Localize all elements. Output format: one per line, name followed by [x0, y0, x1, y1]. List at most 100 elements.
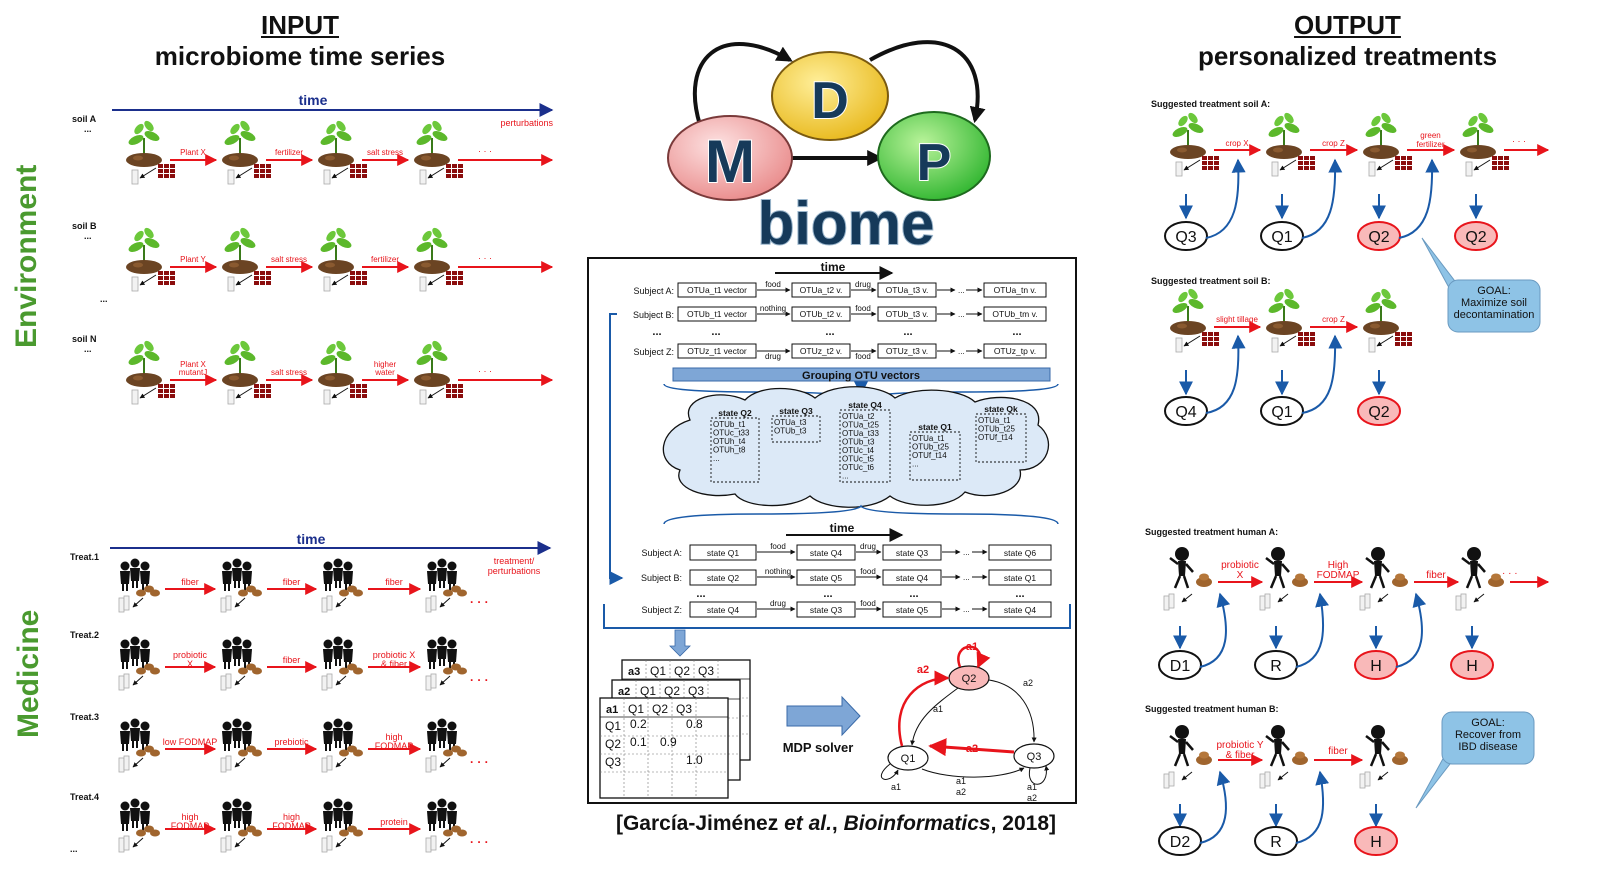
state-item: OTUb_t3 — [774, 427, 807, 436]
otu-cell — [260, 384, 265, 388]
sample-arrow — [331, 167, 349, 179]
sample-arrow — [235, 387, 253, 399]
output-header: OUTPUT personalized treatments — [1180, 10, 1515, 72]
otu-cell — [1407, 156, 1412, 160]
person-head — [333, 558, 343, 568]
person-body — [323, 731, 333, 744]
state-title: state Q2 — [718, 408, 752, 418]
stool-sample — [136, 589, 146, 597]
otu-cell — [458, 394, 463, 398]
sample-arrow — [331, 274, 349, 286]
person-body — [130, 808, 140, 821]
person-leg — [1182, 753, 1190, 767]
leaf — [128, 355, 144, 365]
otu-vector-cell — [983, 306, 1047, 322]
otu-cell — [260, 271, 265, 275]
treatment-label: & fiber — [1226, 750, 1256, 761]
leaf — [326, 230, 336, 242]
matrix-row-label: Q3 — [605, 755, 621, 769]
leaf — [240, 120, 250, 132]
person-body — [1374, 561, 1382, 576]
soil — [1363, 321, 1399, 335]
leaf — [240, 238, 256, 248]
sample-tube — [1460, 593, 1467, 609]
input-header: INPUT microbiome time series — [140, 10, 460, 72]
otu-cell — [350, 394, 355, 398]
state-node-label: Q1 — [1271, 229, 1292, 246]
otu-cell — [356, 164, 361, 168]
row-dots: ... — [1012, 326, 1021, 338]
soil — [222, 373, 258, 387]
sample-tube — [1368, 337, 1376, 353]
otu-cell — [254, 164, 259, 168]
otu-cell — [170, 164, 175, 168]
state-node — [1260, 396, 1304, 426]
stool-sample — [252, 749, 262, 757]
stool-sample — [1395, 751, 1405, 759]
sample-tube — [1271, 161, 1279, 177]
suggestion-title: Suggested treatment human B: — [1145, 704, 1279, 714]
edge-label: a2 — [966, 743, 978, 755]
state-title: state Qk — [984, 404, 1018, 414]
otu-cell — [164, 384, 169, 388]
state-node-label: H — [1370, 658, 1382, 675]
otu-cell — [254, 276, 259, 280]
otu-cell — [356, 271, 361, 275]
person-head — [242, 561, 252, 571]
graph-edge — [928, 738, 1015, 757]
otu-cell — [1310, 342, 1315, 346]
otu-cell — [1304, 337, 1309, 341]
person-head — [242, 639, 252, 649]
leaf — [422, 343, 432, 355]
person-body — [323, 811, 333, 824]
soil — [229, 262, 239, 268]
matrix-col-label: Q2 — [652, 702, 668, 716]
state-cell-label: state Q5 — [896, 605, 928, 615]
logo-p: P — [917, 134, 952, 192]
state-item: OTUf_t14 — [912, 451, 947, 460]
stool-sample — [353, 589, 363, 597]
otu-vector-cell — [677, 282, 757, 298]
state-cell-label: state Q4 — [896, 573, 928, 583]
leaf — [134, 343, 144, 355]
person-leg — [1278, 753, 1286, 767]
subject-label: Subject A: — [633, 286, 674, 296]
otu-cell — [1401, 342, 1406, 346]
person-head — [343, 721, 353, 731]
state-node — [1454, 221, 1498, 251]
otu-cell — [170, 281, 175, 285]
otu-cell — [1407, 342, 1412, 346]
otu-cell — [158, 174, 163, 178]
person-body — [323, 571, 333, 584]
sample-arrow — [235, 167, 253, 179]
output-header-title: OUTPUT — [1294, 10, 1401, 40]
sample-tube — [225, 595, 232, 611]
matrix-row-label: Q1 — [605, 719, 621, 733]
otu-cell — [356, 169, 361, 173]
person-body — [242, 731, 252, 744]
stool-sample — [238, 749, 248, 757]
leaf — [326, 123, 336, 135]
person-body — [232, 808, 242, 821]
graph-node-label: Q2 — [962, 673, 977, 685]
state-item: OTUc_t5 — [842, 455, 875, 464]
treatment-arrow-label: X — [187, 659, 193, 669]
state-cell-label: state Q1 — [707, 548, 739, 558]
person-head — [120, 721, 130, 731]
person-leg — [1269, 575, 1278, 589]
otu-vector-label: OTUz_t3 v. — [886, 346, 928, 356]
person-head — [242, 801, 252, 811]
state-item: OTUb_t1 — [713, 420, 746, 429]
sample-tube — [326, 595, 333, 611]
otu-vector-label: OTUz_t1 vector — [687, 346, 747, 356]
otu-cell — [1202, 332, 1207, 336]
otu-cell — [452, 394, 457, 398]
otu-cell — [452, 271, 457, 275]
treatment-label: X — [1237, 570, 1244, 581]
person-arm — [1381, 563, 1390, 573]
goal-text: GOAL: — [1471, 717, 1505, 729]
soil — [126, 373, 162, 387]
action-label: food — [770, 542, 786, 551]
suggestion-title: Suggested treatment human A: — [1145, 527, 1278, 537]
